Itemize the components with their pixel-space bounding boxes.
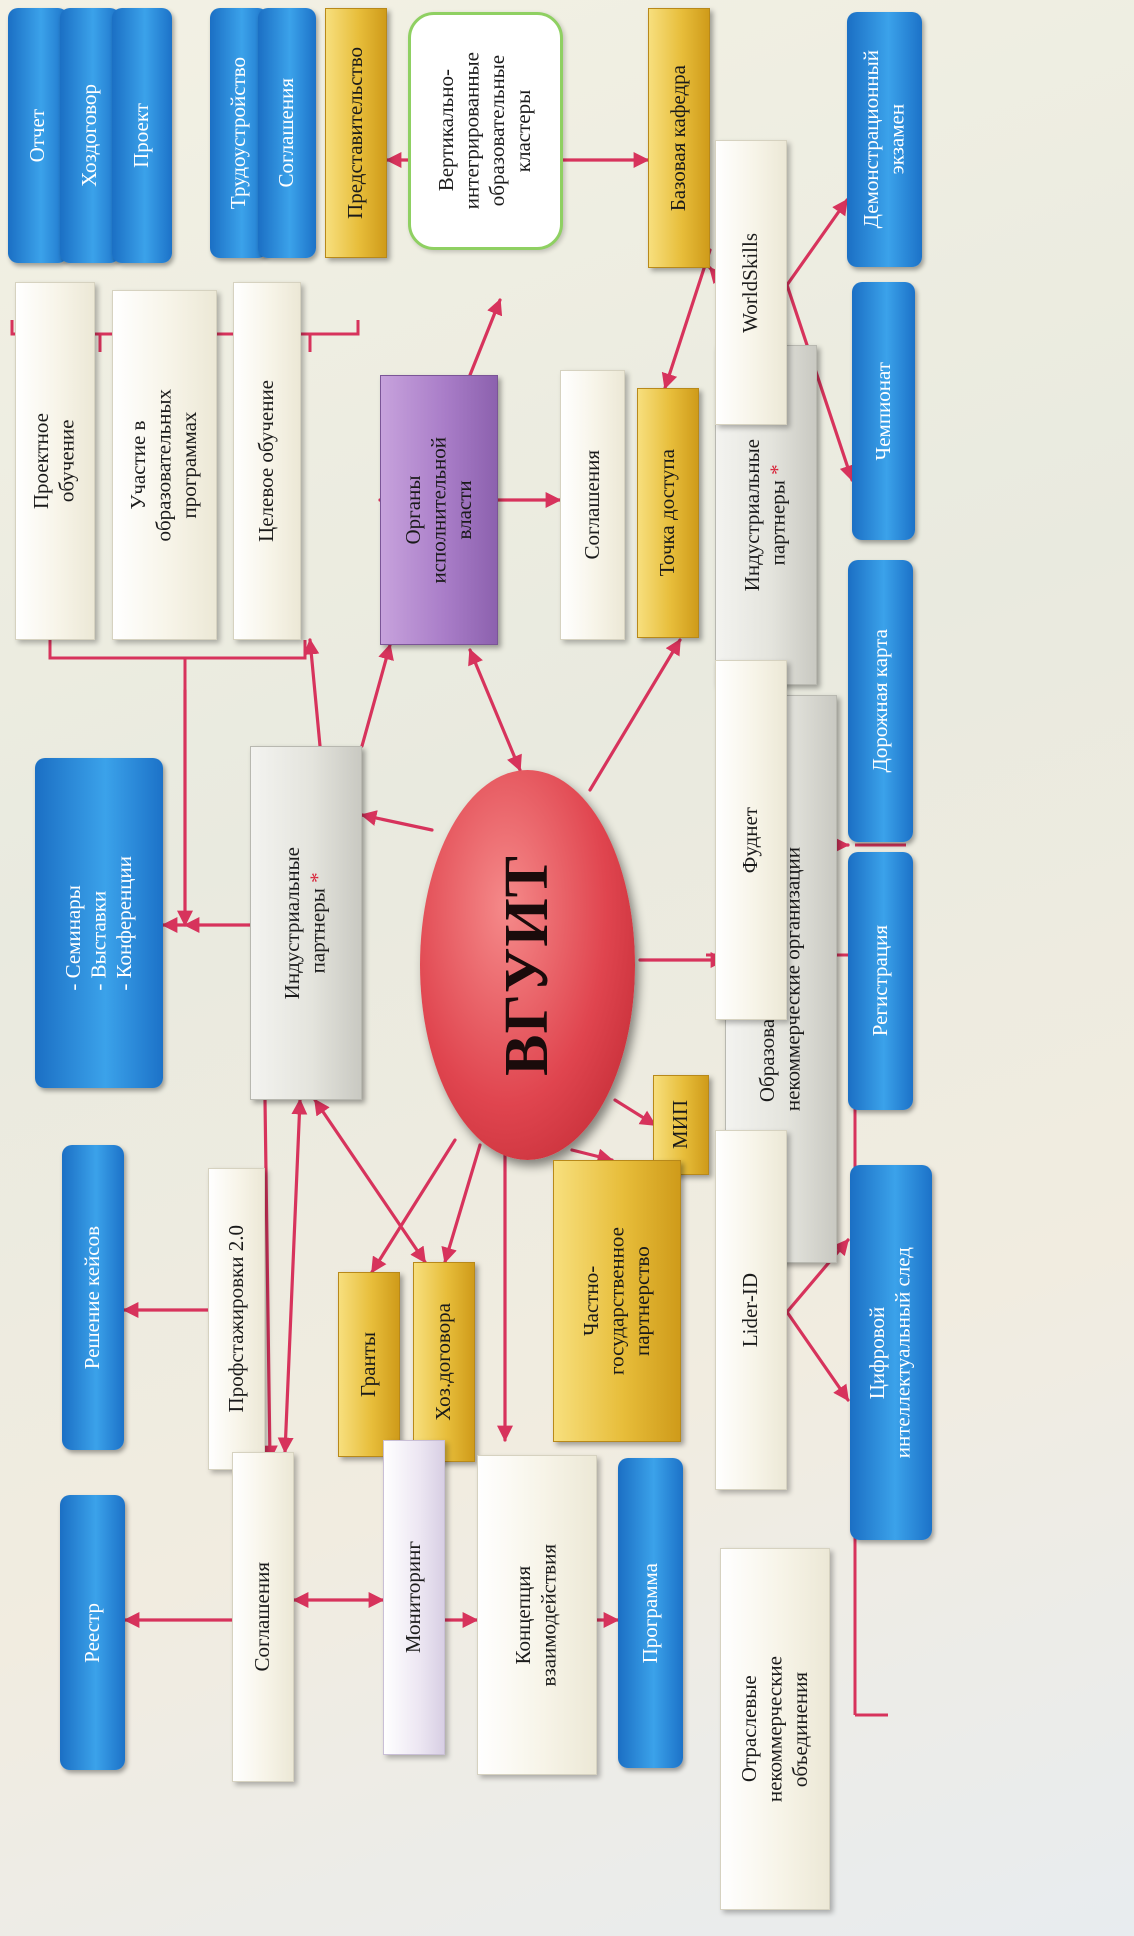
connector-arrow xyxy=(468,298,503,377)
proekt-box: Проект xyxy=(112,8,172,263)
bracket-learning-group xyxy=(48,640,307,690)
predstavitelstvo-box: Представительство xyxy=(325,8,387,258)
tsifrovoy-sled-label: Цифровой интеллектуальный след xyxy=(865,1246,915,1459)
dorozhnaya-karta-box: Дорожная карта xyxy=(848,560,913,842)
granty-box: Гранты xyxy=(338,1272,400,1457)
hoz-dogovora-label: Хоз.договора xyxy=(431,1303,456,1421)
dorozhnaya-karta-label: Дорожная карта xyxy=(867,629,892,773)
reshenie-keysov-label: Решение кейсов xyxy=(80,1225,105,1370)
chempionat-label: Чемпионат xyxy=(870,361,895,461)
vguit-label: ВГУИТ xyxy=(492,854,561,1076)
programma-label: Программа xyxy=(637,1562,662,1664)
bazovaya-kafedra-box: Базовая кафедра xyxy=(648,8,710,268)
connector-arrow xyxy=(613,1098,657,1127)
connector-arrow xyxy=(441,1143,482,1264)
dem-ekzamen-label: Демонстрационный экзамен xyxy=(858,50,909,229)
chempionat-box: Чемпионат xyxy=(852,282,915,540)
tochka-dostupa-label: Точка доступа xyxy=(655,449,680,577)
soglasheniya-left-box: Соглашения xyxy=(232,1452,294,1782)
worldskills-label: WorldSkills xyxy=(738,232,763,333)
trudoustroystvo-label: Трудоустройство xyxy=(226,56,251,210)
connector-arrow xyxy=(313,1098,427,1264)
hoz-dogovora-box: Хоз.договора xyxy=(413,1262,475,1462)
organy-label: Органы исполнительной власти xyxy=(400,436,476,584)
otchet-label: Отчет xyxy=(25,108,50,163)
tselevoe-label: Целевое обучение xyxy=(254,380,279,542)
soglasheniya-left-label: Соглашения xyxy=(250,1562,275,1672)
uchastie-box: Участие в образовательных программах xyxy=(112,290,217,640)
soglasheniya-mid-box: Соглашения xyxy=(560,370,625,640)
reestr-label: Реестр xyxy=(79,1602,104,1663)
mip-box: МИП xyxy=(653,1075,709,1175)
lider-id-label: Lider-ID xyxy=(738,1272,763,1348)
konceptsiya-box: Концепция взаимодействия xyxy=(477,1455,597,1775)
reestr-box: Реестр xyxy=(60,1495,125,1770)
dem-ekzamen-box: Демонстрационный экзамен xyxy=(847,12,922,267)
ind-partners-right-mark: * xyxy=(766,464,790,476)
organy-box: Органы исполнительной власти xyxy=(380,375,498,645)
connector-arrow xyxy=(360,810,434,832)
mip-label: МИП xyxy=(668,1100,693,1150)
bazovaya-kafedra-label: Базовая кафедра xyxy=(666,64,691,212)
hozdogovor-label: Хоздоговор xyxy=(77,84,102,187)
connector-arrow xyxy=(360,643,394,748)
connector-arrow xyxy=(261,1098,278,1462)
connector-arrow xyxy=(277,1098,308,1454)
otchet-box: Отчет xyxy=(8,8,68,263)
uchastie-label: Участие в образовательных программах xyxy=(126,388,202,542)
proektnoe-obuchenie-label: Проектное обучение xyxy=(29,412,79,510)
granty-label: Гранты xyxy=(356,1331,381,1398)
lider-id-box: Lider-ID xyxy=(715,1130,787,1490)
predstavitelstvo-label: Представительство xyxy=(343,47,368,219)
chastno-label: Частно- государственное партнерство xyxy=(578,1226,654,1375)
tochka-dostupa-box: Точка доступа xyxy=(637,388,699,638)
reshenie-keysov-box: Решение кейсов xyxy=(62,1145,124,1450)
fudnet-box: Фуднет xyxy=(715,660,787,1020)
seminary-box: - Семинары - Выставки - Конференции xyxy=(35,758,163,1088)
tselevoe-box: Целевое обучение xyxy=(233,282,301,640)
profstazhirovki-box: Профстажировки 2.0 xyxy=(208,1168,265,1470)
proektnoe-obuchenie-box: Проектное обучение xyxy=(15,282,95,640)
konceptsiya-label: Концепция взаимодействия xyxy=(511,1543,561,1687)
registratsiya-label: Регистрация xyxy=(867,925,892,1037)
connector-arrow xyxy=(785,198,849,287)
connector-arrow xyxy=(785,1310,850,1402)
otraslevye-box: Отраслевые некоммерческие объединения xyxy=(720,1548,830,1910)
seminary-label: - Семинары - Выставки - Конференции xyxy=(60,855,136,991)
hozdogovor-box: Хоздоговор xyxy=(60,8,120,263)
ind-partners-main-label: Индустриальные партнеры xyxy=(280,846,330,1000)
tsifrovoy-sled-box: Цифровой интеллектуальный след xyxy=(850,1165,932,1540)
ind-partners-main-mark: * xyxy=(306,872,330,884)
soglasheniya-top-label: Соглашения xyxy=(274,78,299,188)
connector-arrow xyxy=(661,248,712,390)
registratsiya-box: Регистрация xyxy=(848,852,913,1110)
soglasheniya-mid-label: Соглашения xyxy=(579,450,604,560)
connector-arrow xyxy=(370,1138,457,1274)
connector-arrow xyxy=(570,1148,614,1165)
connector-arrow xyxy=(303,638,322,748)
proekt-label: Проект xyxy=(129,103,154,168)
connector-arrow xyxy=(588,638,682,792)
fudnet-label: Фуднет xyxy=(738,806,763,874)
ind-partners-main-box: Индустриальные партнеры * xyxy=(250,746,362,1100)
soglasheniya-top-box: Соглашения xyxy=(258,8,316,258)
klastery-label: Вертикально- интегрированные образовател… xyxy=(434,52,536,210)
monitoring-box: Мониторинг xyxy=(383,1440,445,1755)
chastno-box: Частно- государственное партнерство xyxy=(553,1160,681,1442)
profstazhirovki-label: Профстажировки 2.0 xyxy=(223,1225,248,1413)
worldskills-box: WorldSkills xyxy=(715,140,787,425)
monitoring-label: Мониторинг xyxy=(401,1541,426,1654)
klastery-box: Вертикально- интегрированные образовател… xyxy=(408,12,563,250)
otraslevye-label: Отраслевые некоммерческие объединения xyxy=(736,1655,812,1803)
programma-box: Программа xyxy=(618,1458,683,1768)
ind-partners-right-label: Индустриальные партнеры xyxy=(740,438,790,592)
vguit-center: ВГУИТ xyxy=(420,770,635,1160)
connector-arrow xyxy=(468,648,522,772)
